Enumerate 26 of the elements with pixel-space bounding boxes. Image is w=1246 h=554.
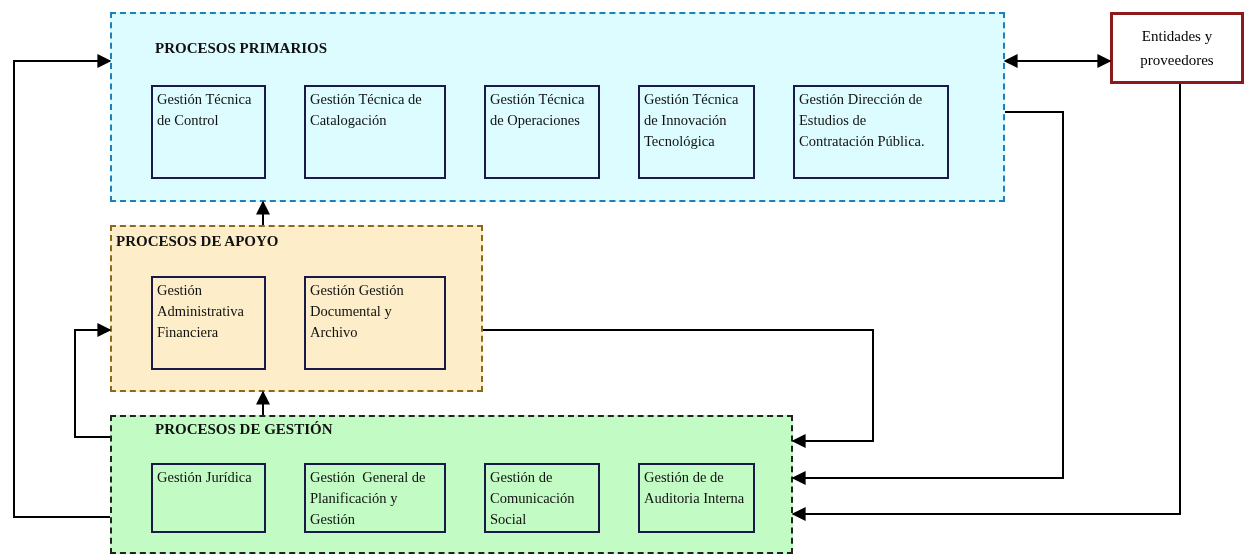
process-box: Gestión Jurídica xyxy=(151,463,266,533)
arrow xyxy=(482,329,874,448)
process-group xyxy=(110,225,483,392)
group-title: PROCESOS DE APOYO xyxy=(116,233,279,250)
arrow xyxy=(791,111,1064,485)
process-box: Gestión Administrativa Financiera xyxy=(151,276,266,370)
process-box: Gestión General de Planificación y Gestión xyxy=(304,463,446,533)
process-box: Gestión Técnica de Catalogación xyxy=(304,85,446,179)
group-title: PROCESOS DE GESTIÓN xyxy=(155,421,333,438)
process-box: Gestión Dirección de Estudios de Contratación Pública. xyxy=(793,85,949,179)
process-group xyxy=(110,415,793,554)
process-box: Gestión de Comunicación Social xyxy=(484,463,600,533)
process-box: Gestión Gestión Documental y Archivo xyxy=(304,276,446,370)
group-title: PROCESOS PRIMARIOS xyxy=(155,40,328,57)
arrow xyxy=(256,390,270,416)
external-entity-box: Entidades y proveedores xyxy=(1110,12,1244,84)
arrow xyxy=(791,83,1181,521)
process-box: Gestión Técnica de Innovación Tecnológica xyxy=(638,85,755,179)
arrow xyxy=(74,323,112,438)
arrow xyxy=(1003,54,1112,68)
arrow xyxy=(256,200,270,226)
process-box: Gestión de de Auditoria Interna xyxy=(638,463,755,533)
process-box: Gestión Técnica de Control xyxy=(151,85,266,179)
arrow xyxy=(13,54,112,518)
process-box: Gestión Técnica de Operaciones xyxy=(484,85,600,179)
process-group xyxy=(110,12,1005,202)
